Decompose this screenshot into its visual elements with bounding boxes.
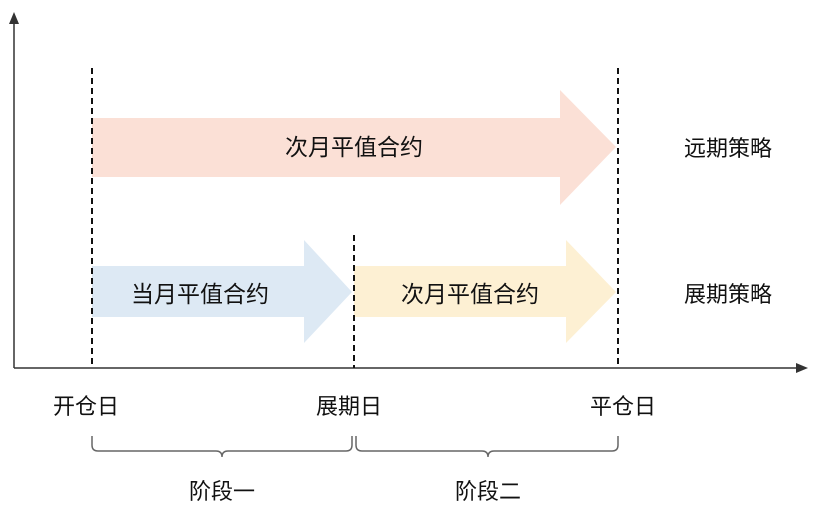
phase-one-label: 阶段一 [189, 480, 255, 505]
next-month-arrow-shape [354, 240, 616, 343]
current-month-arrow: 当月平值合约 [92, 240, 352, 343]
axes [9, 12, 808, 373]
phase-two-label: 阶段二 [455, 480, 521, 505]
far-strategy-label: 远期策略 [684, 137, 772, 162]
y-axis-arrowhead [9, 12, 19, 24]
far-month-arrow-shape [92, 90, 616, 205]
x-axis-arrowhead [796, 363, 808, 373]
next-month-arrow-label: 次月平值合约 [401, 282, 539, 308]
next-month-arrow: 次月平值合约 [354, 240, 616, 343]
open-date-label: 开仓日 [53, 395, 119, 420]
date-markers [91, 68, 619, 368]
current-month-arrow-label: 当月平值合约 [131, 282, 269, 308]
current-month-arrow-shape [92, 240, 352, 343]
close-date-label: 平仓日 [590, 395, 656, 420]
phase-two-brace [355, 436, 619, 458]
far-month-arrow-label: 次月平值合约 [285, 135, 423, 161]
phase-one-brace-line [91, 436, 353, 458]
rollover-strategy-label: 展期策略 [684, 283, 772, 308]
roll-date-label: 展期日 [316, 395, 382, 420]
far-month-arrow: 次月平值合约 [92, 90, 616, 205]
phase-two-brace-line [355, 436, 619, 458]
phase-one-brace [91, 436, 353, 458]
